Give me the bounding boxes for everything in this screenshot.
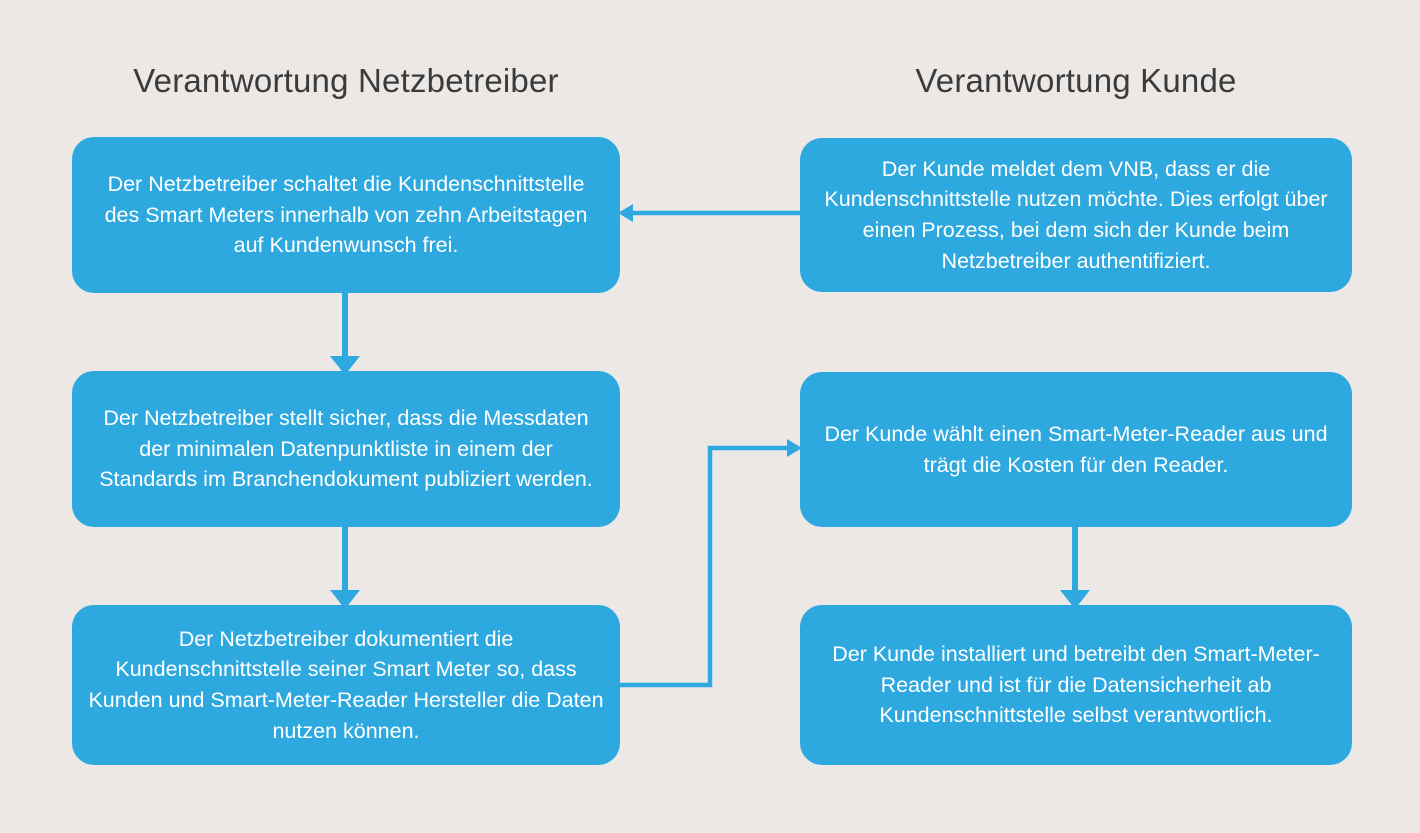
node-text: Der Kunde wählt einen Smart-Meter-Reader… <box>824 421 1328 477</box>
process-node-kunde-2[interactable]: Der Kunde wählt einen Smart-Meter-Reader… <box>800 372 1352 527</box>
process-node-netzbetreiber-3[interactable]: Der Netzbetreiber dokumentiert die Kunde… <box>72 605 620 765</box>
column-title-kunde: Verantwortung Kunde <box>915 62 1237 99</box>
node-text: Der Kunde meldet dem VNB, dass er die Ku… <box>824 156 1328 273</box>
edge-r2-to-r3 <box>1060 527 1090 609</box>
edge-l1-to-l2 <box>330 293 360 375</box>
edge-l2-to-l3 <box>330 527 360 609</box>
process-node-netzbetreiber-1[interactable]: Der Netzbetreiber schaltet die Kundensch… <box>72 137 620 293</box>
process-node-kunde-3[interactable]: Der Kunde installiert und betreibt den S… <box>800 605 1352 765</box>
process-node-netzbetreiber-2[interactable]: Der Netzbetreiber stellt sicher, dass di… <box>72 371 620 527</box>
node-text: Der Netzbetreiber schaltet die Kundensch… <box>104 172 588 258</box>
edge-l3-to-r2 <box>620 439 802 688</box>
column-title-netzbetreiber: Verantwortung Netzbetreiber <box>133 62 559 99</box>
node-text: Der Netzbetreiber stellt sicher, dass di… <box>99 406 593 492</box>
edge-r1-to-l1 <box>618 204 800 222</box>
process-node-kunde-1[interactable]: Der Kunde meldet dem VNB, dass er die Ku… <box>800 138 1352 292</box>
node-text: Der Kunde installiert und betreibt den S… <box>832 642 1320 728</box>
node-text: Der Netzbetreiber dokumentiert die Kunde… <box>88 626 604 743</box>
